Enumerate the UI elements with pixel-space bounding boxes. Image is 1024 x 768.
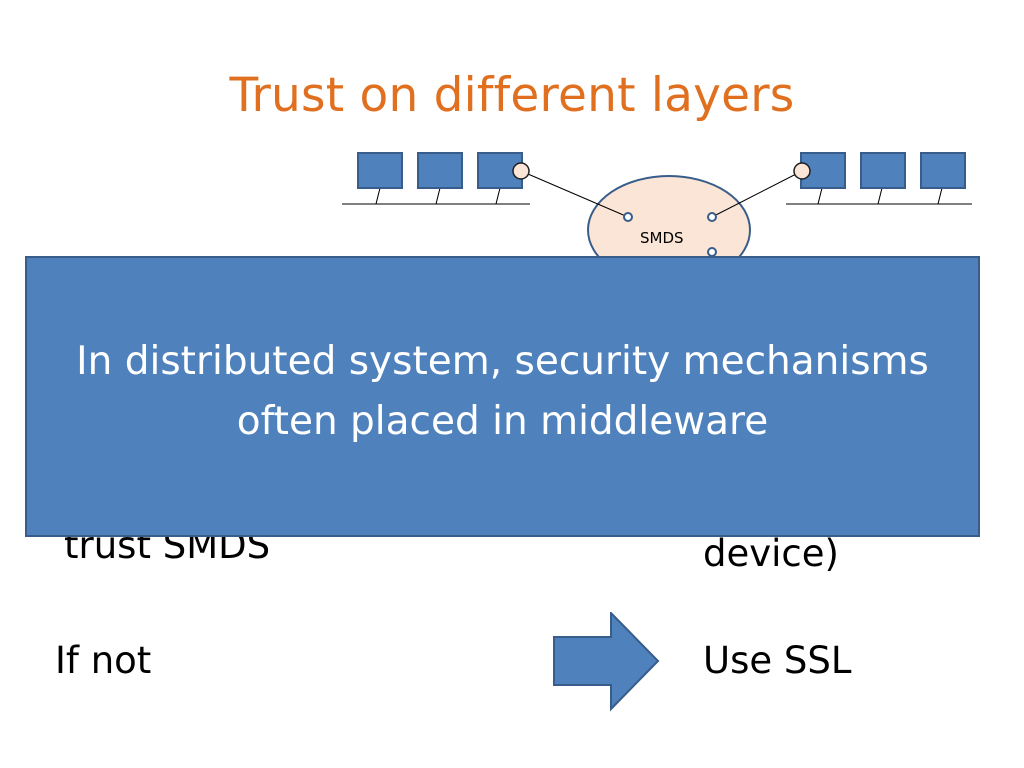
network-diagram: SMDS: [342, 152, 972, 285]
cloud-port-left: [623, 212, 633, 222]
right-arrow-icon: [553, 612, 660, 712]
slide-title: Trust on different layers: [229, 68, 795, 123]
if-not-text: If not: [55, 639, 152, 682]
left-host-2: [417, 152, 463, 189]
right-host-3: [920, 152, 966, 189]
cloud-port-bottom: [707, 247, 717, 257]
left-lan: [342, 152, 530, 205]
left-host-1: [357, 152, 403, 189]
right-partial-text: device): [703, 532, 839, 575]
overlay-callout: In distributed system, security mechanis…: [25, 256, 980, 537]
overlay-line-2: often placed in middleware: [236, 398, 769, 444]
overlay-text: In distributed system, security mechanis…: [76, 332, 929, 462]
cloud-port-right: [707, 212, 717, 222]
right-host-2: [860, 152, 906, 189]
use-ssl-text: Use SSL: [703, 639, 852, 682]
overlay-line-1: In distributed system, security mechanis…: [76, 338, 929, 384]
left-router-port: [512, 162, 530, 180]
right-lan: [786, 152, 972, 205]
right-router-port: [793, 162, 811, 180]
smds-label: SMDS: [640, 229, 684, 247]
